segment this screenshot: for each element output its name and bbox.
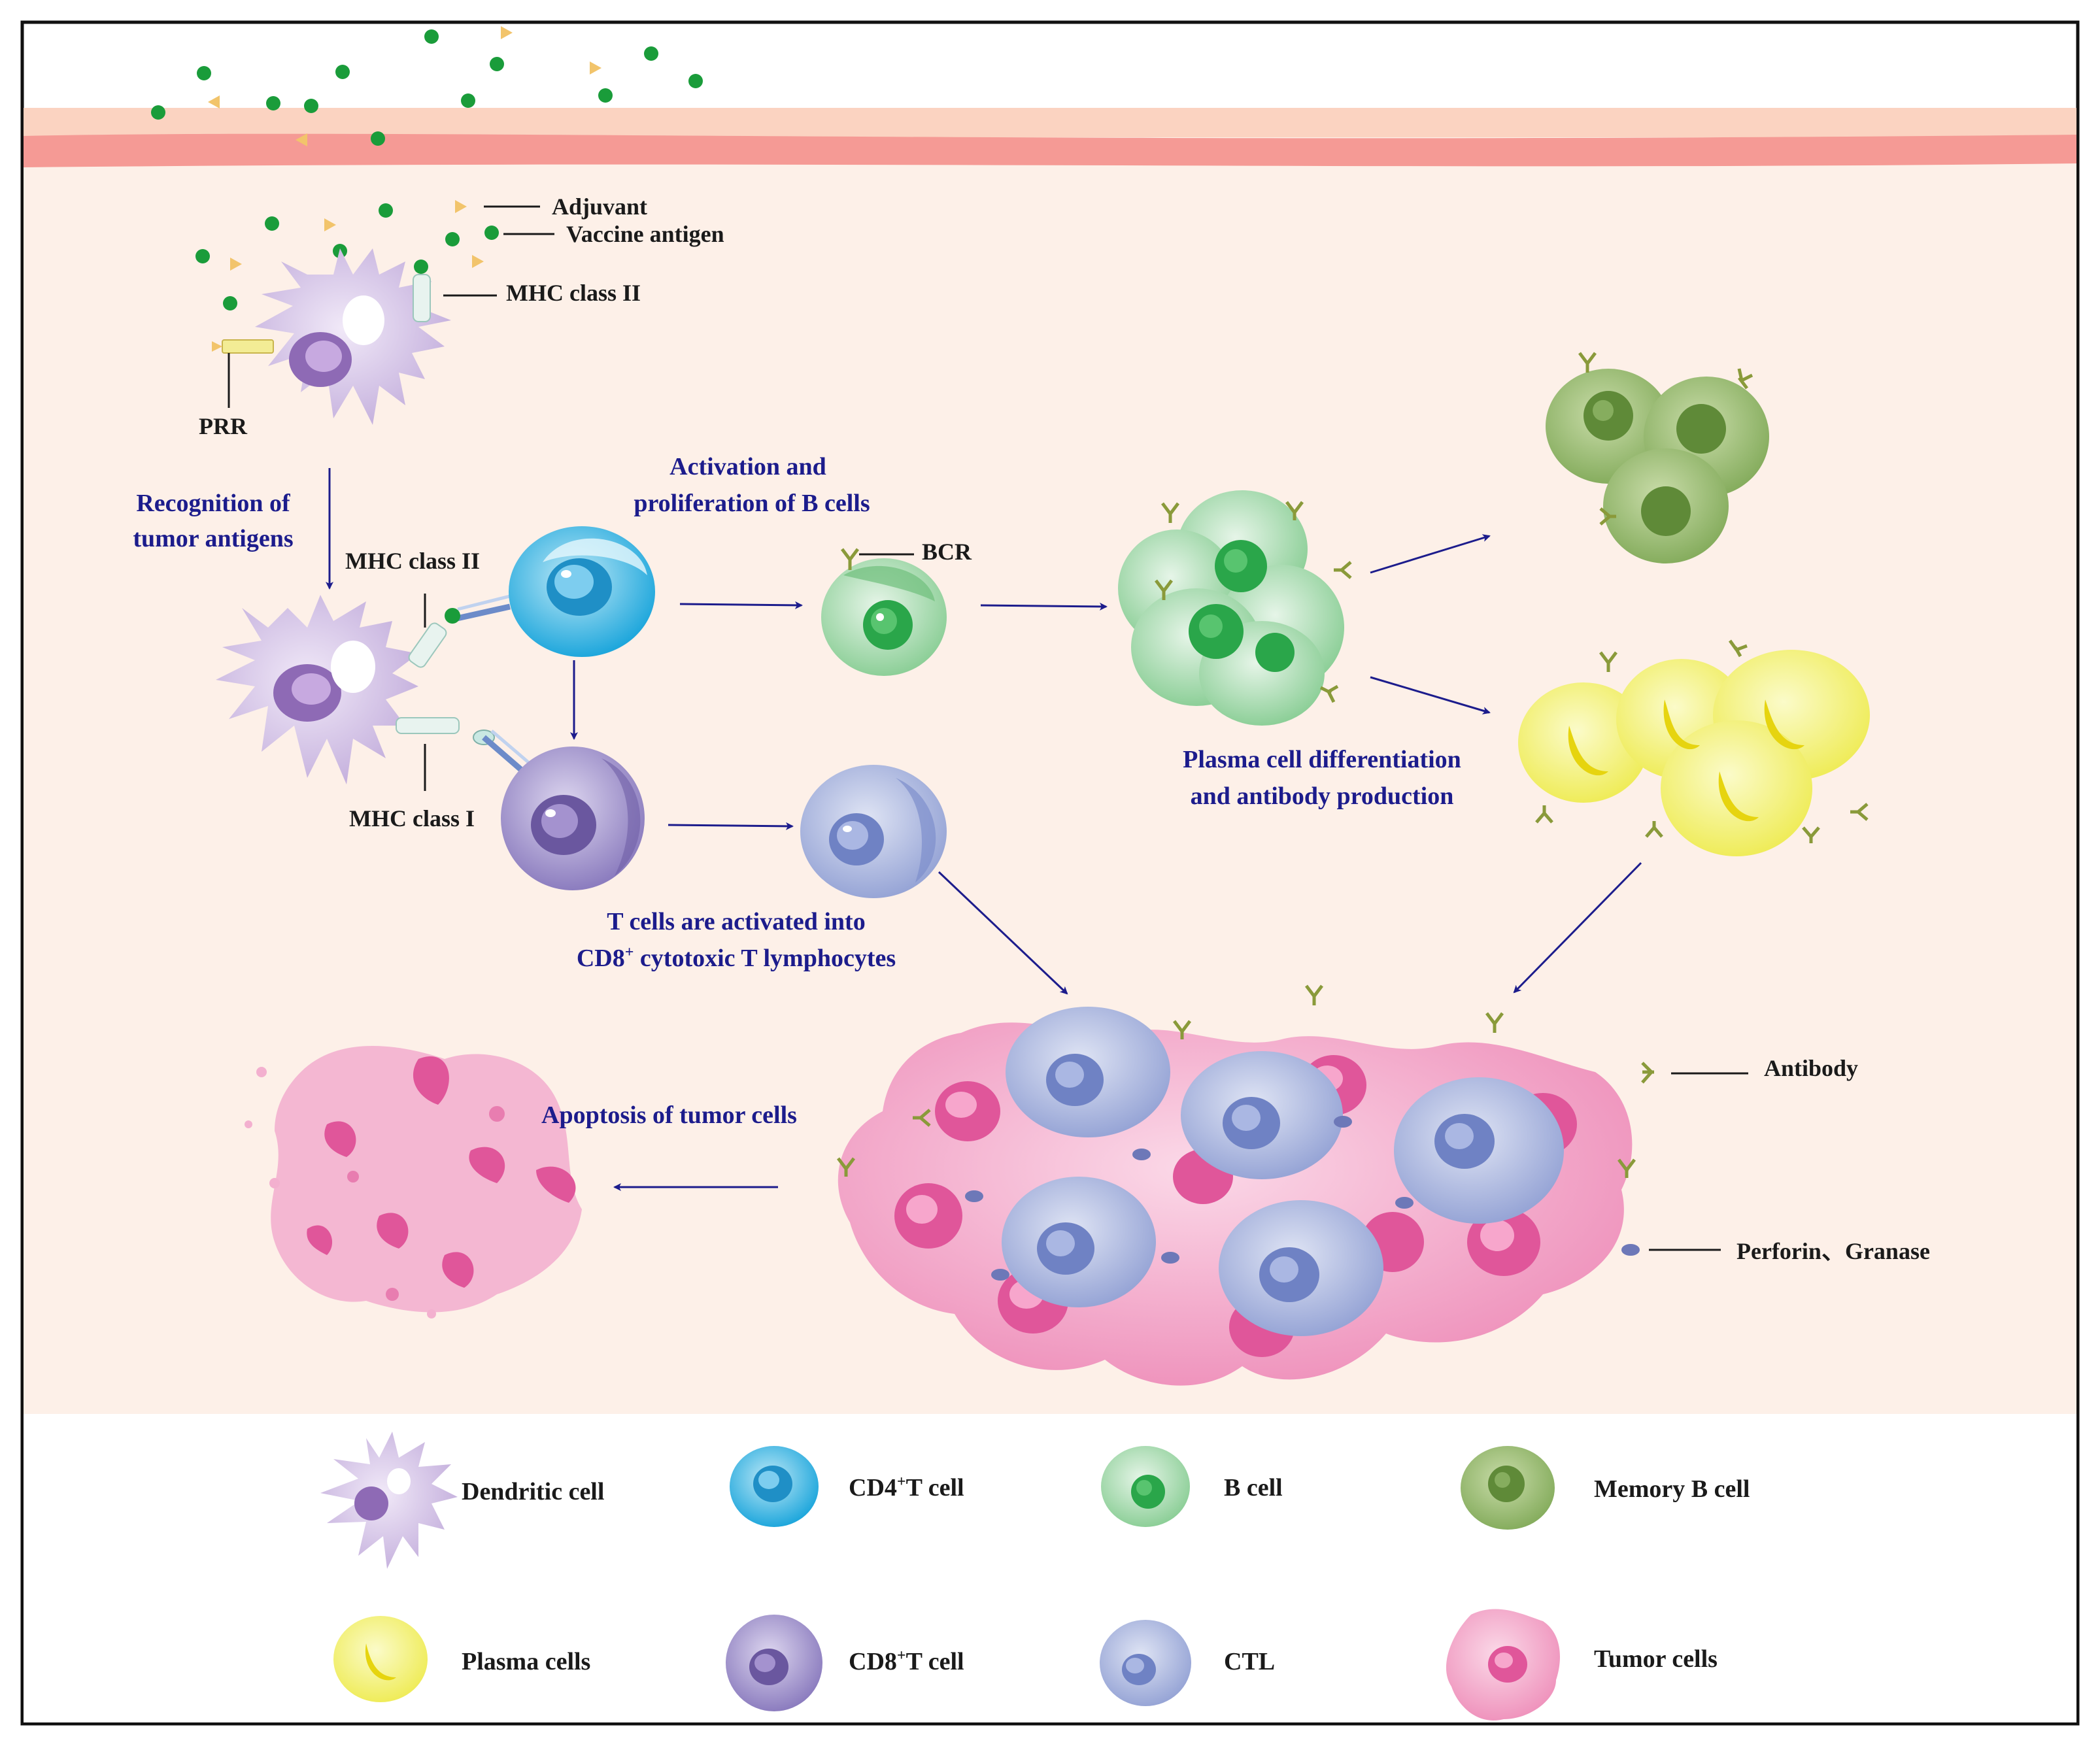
label-t-activated-line1: T cells are activated into: [607, 908, 865, 935]
antibody-marker: [1641, 1062, 1654, 1084]
b-cell: [821, 548, 947, 676]
label-recognition-line1: Recognition of: [136, 490, 291, 517]
antigen-dot: [266, 96, 280, 110]
legend-label: CTL: [1224, 1648, 1275, 1675]
legend-adjuvant-triangle: [455, 200, 467, 213]
leader-lines: [228, 205, 1748, 1251]
legend-item-cd4: CD4+T cell: [730, 1446, 964, 1527]
legend-label: Dendritic cell: [462, 1478, 604, 1505]
mhc-i-receptor: [396, 717, 460, 734]
legend-item-memory-b: Memory B cell: [1461, 1446, 1750, 1530]
legend-label: CD8+T cell: [849, 1647, 964, 1675]
legend: Dendritic cell CD4+T cell B cell Memory …: [320, 1432, 1750, 1721]
arrow-plasma-to-tumor: [1513, 862, 1642, 994]
label-bcr: BCR: [922, 539, 972, 565]
label-activation-line2: proliferation of B cells: [634, 490, 870, 517]
antigen-dot: [371, 131, 385, 146]
external-antigens: [151, 26, 703, 146]
labels: Adjuvant Vaccine antigen MHC class II PR…: [133, 193, 1930, 1264]
antigen-dot: [151, 105, 165, 120]
label-mhc-class-ii-mid: MHC class II: [345, 548, 480, 574]
label-recognition-line2: tumor antigens: [133, 525, 293, 552]
legend-label: CD4+T cell: [849, 1473, 964, 1502]
legend-item-b-cell: B cell: [1101, 1446, 1283, 1527]
antigen-dot: [414, 260, 428, 274]
legend-item-tumor: Tumor cells: [1446, 1609, 1718, 1721]
antigen-dot: [490, 57, 504, 71]
label-prr: PRR: [199, 413, 248, 439]
antigen-dot: [379, 203, 393, 218]
dendritic-cell-mid: [216, 595, 495, 784]
ctl-cell: [800, 765, 947, 898]
adjuvant-triangle: [296, 133, 307, 146]
legend-item-ctl: CTL: [1100, 1620, 1275, 1706]
plasma-cells: [1518, 639, 1870, 856]
ctl-attack-group: [837, 984, 1654, 1336]
antigen-dot: [644, 46, 658, 61]
adjuvant-triangle: [472, 255, 484, 268]
b-cell-cluster: [1118, 490, 1352, 726]
cd4-t-cell: [509, 526, 655, 657]
label-vaccine-antigen: Vaccine antigen: [566, 221, 724, 247]
label-perforin: Perforin、Granase: [1736, 1238, 1930, 1264]
flow-arrows: [326, 468, 1642, 1191]
membrane-inner: [24, 133, 2076, 167]
legend-label: Memory B cell: [1594, 1475, 1750, 1503]
legend-item-cd8: CD8+T cell: [726, 1615, 964, 1711]
antigen-dot: [223, 296, 237, 311]
antigen-dot: [197, 66, 211, 80]
legend-area: [24, 1414, 2076, 1722]
arrow-cd4-to-bcell: [679, 601, 803, 609]
mhc-ii-receptor: [413, 274, 431, 322]
antigen-dot: [265, 216, 279, 231]
antigen-dot: [445, 232, 460, 246]
memory-b-cells: [1546, 352, 1769, 563]
mhc-ii-receptor: [408, 622, 447, 668]
label-antibody: Antibody: [1764, 1055, 1858, 1081]
arrow-cd8-to-ctl: [668, 822, 794, 830]
label-activation-line1: Activation and: [669, 453, 826, 480]
arrow-ctl-to-tumor: [938, 871, 1068, 995]
membrane-outer: [24, 108, 2076, 137]
legend-item-plasma: Plasma cells: [333, 1616, 590, 1702]
adjuvant-triangle: [324, 218, 336, 231]
adjuvant-triangle: [501, 26, 513, 39]
label-plasma-diff-line1: Plasma cell differentiation: [1183, 746, 1461, 773]
antigen-dot: [424, 29, 439, 44]
legend-label: Plasma cells: [462, 1648, 590, 1675]
label-adjuvant: Adjuvant: [552, 193, 647, 220]
legend-label: B cell: [1224, 1474, 1283, 1502]
tcr-connectors: [445, 594, 530, 774]
dendritic-cell-top: [212, 248, 451, 425]
arrow-bcell-to-cluster: [980, 602, 1108, 611]
label-mhc-class-ii-top: MHC class II: [506, 280, 641, 306]
adjuvant-triangle: [590, 61, 601, 75]
adjuvant-triangle: [208, 95, 220, 109]
antigen-dot: [304, 99, 318, 113]
arrow-cluster-to-memory: [1370, 534, 1491, 574]
label-t-activated-line2: CD8+ cytotoxic T lymphocytes: [577, 944, 896, 972]
internal-antigens: [195, 200, 499, 311]
label-mhc-class-i: MHC class I: [349, 805, 475, 831]
label-apoptosis: Apoptosis of tumor cells: [541, 1101, 797, 1129]
antigen-dot: [195, 249, 210, 263]
adjuvant-triangle: [230, 258, 242, 271]
perforin-granule: [1621, 1244, 1640, 1256]
legend-label: Tumor cells: [1594, 1645, 1718, 1673]
antigen-dot: [598, 88, 613, 103]
label-plasma-diff-line2: and antibody production: [1191, 782, 1454, 810]
legend-antigen-dot: [484, 226, 499, 240]
antigen-dot: [335, 65, 350, 79]
cd8-t-cell: [501, 747, 645, 890]
apoptotic-debris: [245, 1046, 582, 1318]
antigen-dot: [461, 93, 475, 108]
legend-item-dendritic: Dendritic cell: [320, 1432, 604, 1569]
arrow-cluster-to-plasma: [1370, 676, 1491, 714]
antigen-dot: [688, 74, 703, 88]
